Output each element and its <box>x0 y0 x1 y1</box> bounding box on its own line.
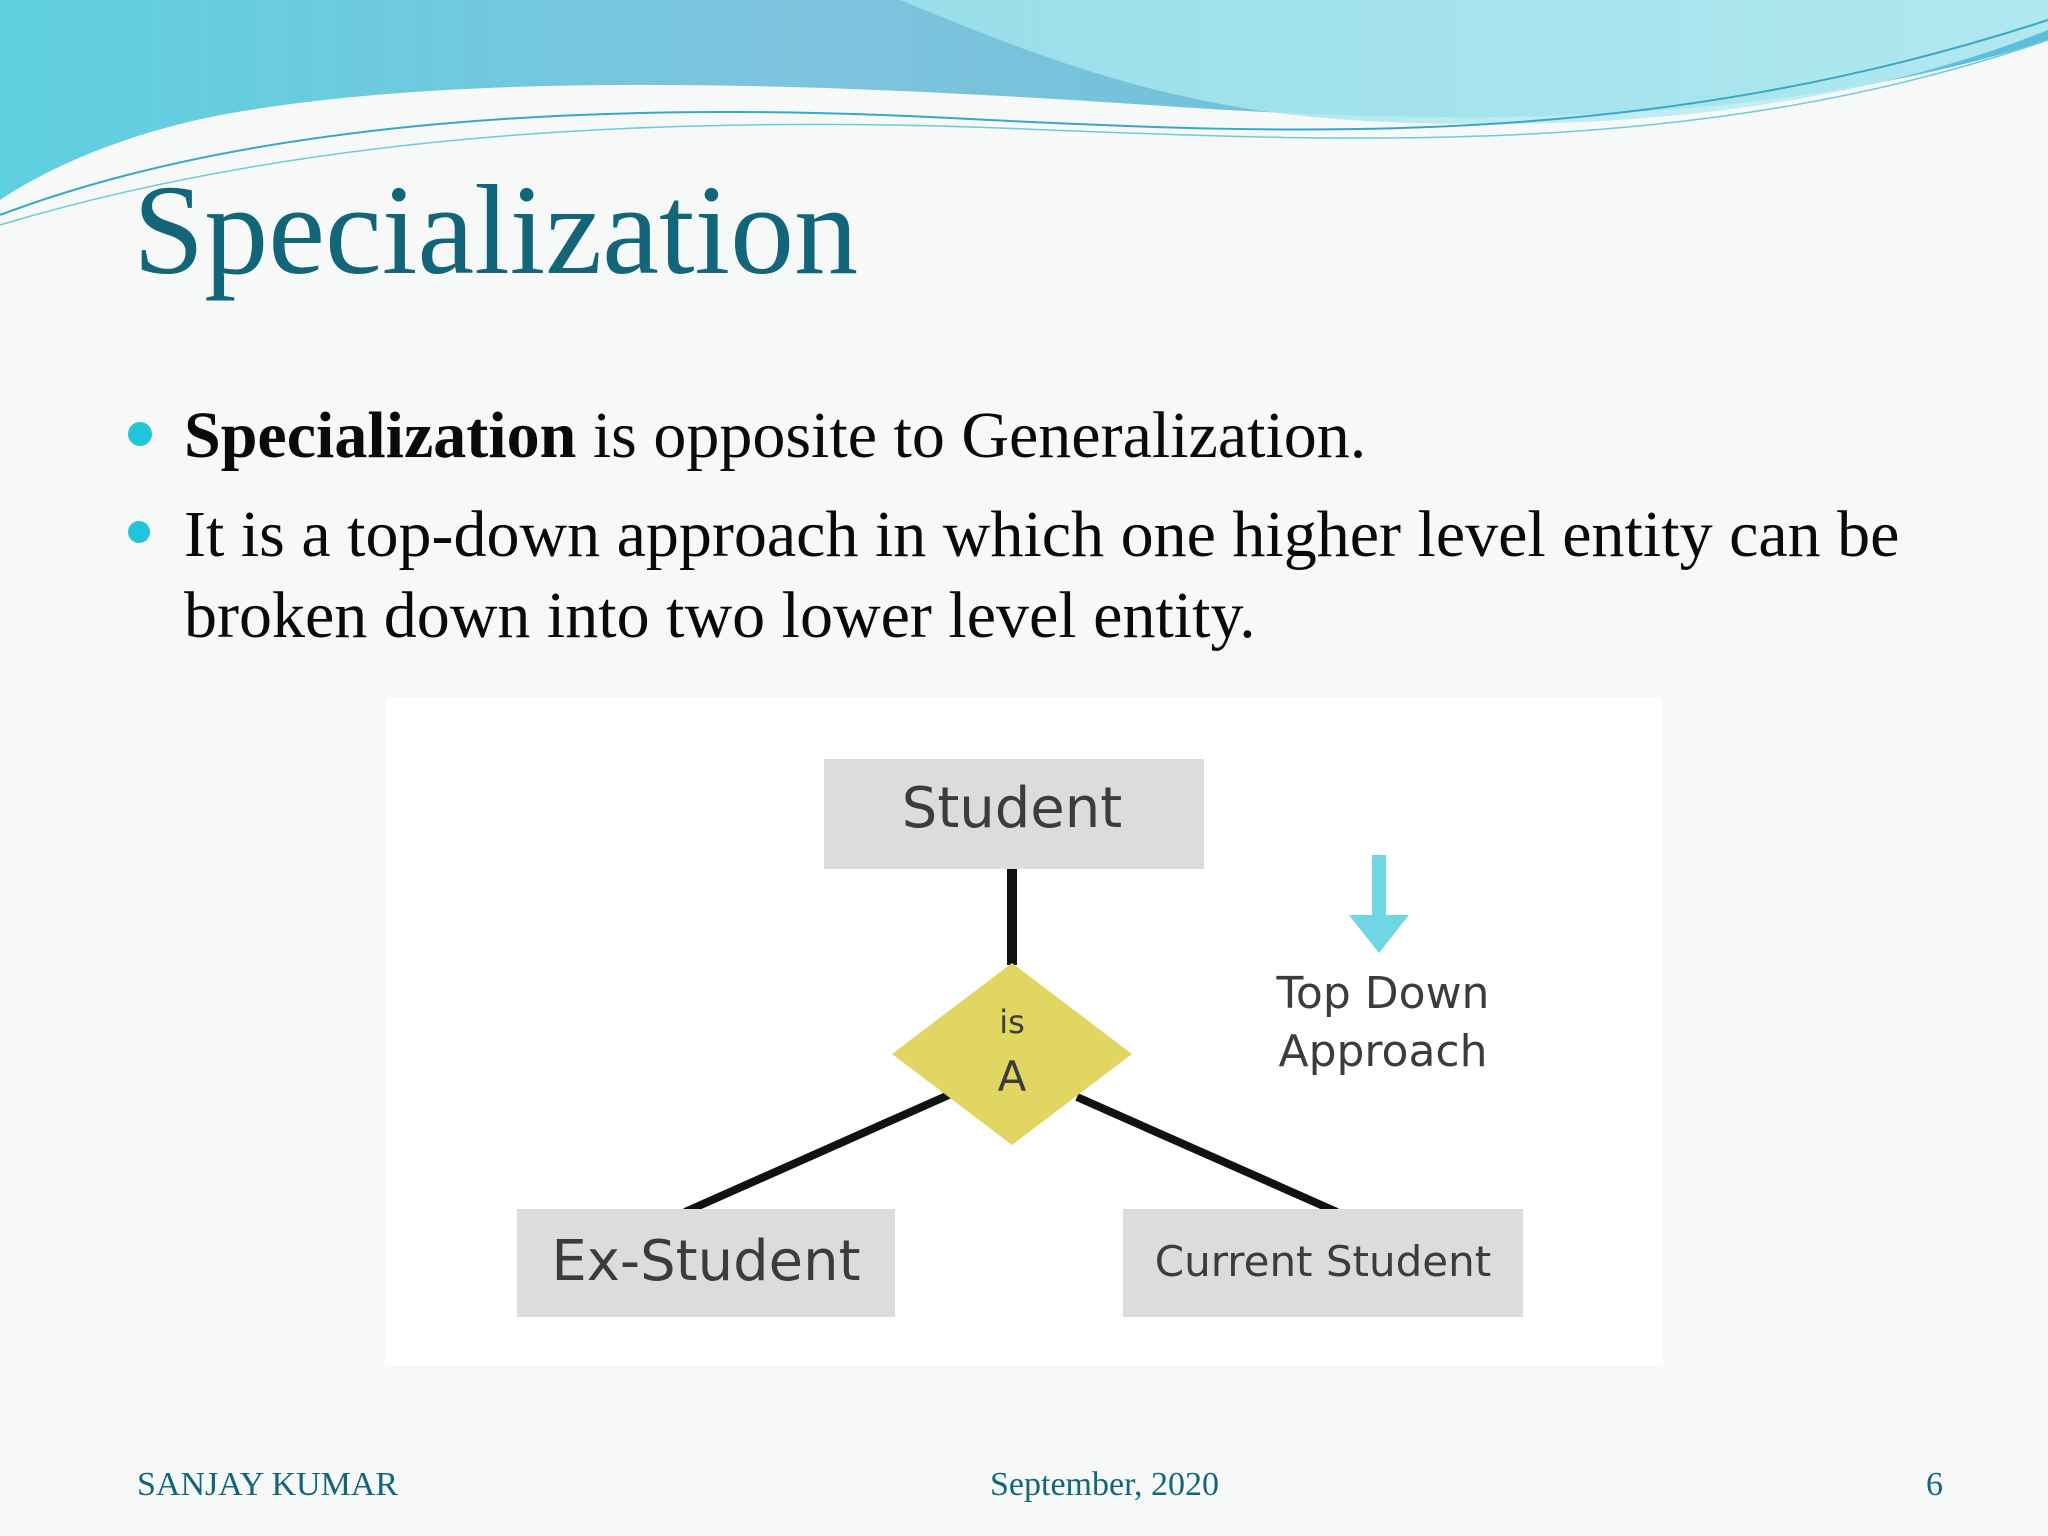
relationship-label-line2: A <box>998 1052 1027 1101</box>
bullet-item: Specialization is opposite to Generaliza… <box>128 395 1928 476</box>
annotation-line2: Approach <box>1278 1026 1487 1077</box>
footer-author: SANJAY KUMAR <box>137 1466 399 1503</box>
footer-page-number: 6 <box>1926 1466 1943 1503</box>
bullet-list: Specialization is opposite to Generaliza… <box>128 395 1928 674</box>
bullet-bold-term: Specialization <box>184 399 577 472</box>
bullet-icon <box>128 521 150 543</box>
diagram-svg: Student is A Ex-Student Current Student … <box>517 759 1523 1317</box>
relationship-label-line1: is <box>999 1003 1025 1041</box>
child-entity-label-ex-student: Ex-Student <box>551 1229 860 1294</box>
specialization-diagram: Student is A Ex-Student Current Student … <box>385 697 1663 1365</box>
annotation-line1: Top Down <box>1276 968 1490 1019</box>
child-entity-label-current-student: Current Student <box>1155 1237 1491 1286</box>
slide-title: Specialization <box>133 159 859 301</box>
parent-entity-label: Student <box>902 776 1122 841</box>
left-child-connector <box>683 1090 953 1216</box>
bullet-icon <box>128 422 152 446</box>
header-wave-decoration <box>0 0 2048 226</box>
right-child-connector <box>1075 1093 1339 1216</box>
bullet-text: is opposite to Generalization. <box>576 399 1367 472</box>
child-entity-box-ex-student <box>517 1209 895 1317</box>
child-entity-box-current-student <box>1123 1209 1523 1317</box>
bullet-item: It is a top-down approach in which one h… <box>128 494 1928 656</box>
relationship-diamond <box>892 963 1132 1145</box>
parent-entity-box <box>824 759 1204 869</box>
footer-date: September, 2020 <box>990 1466 1220 1503</box>
down-arrow-icon <box>1349 855 1409 953</box>
bullet-text: It is a top-down approach in which one h… <box>184 498 1900 652</box>
